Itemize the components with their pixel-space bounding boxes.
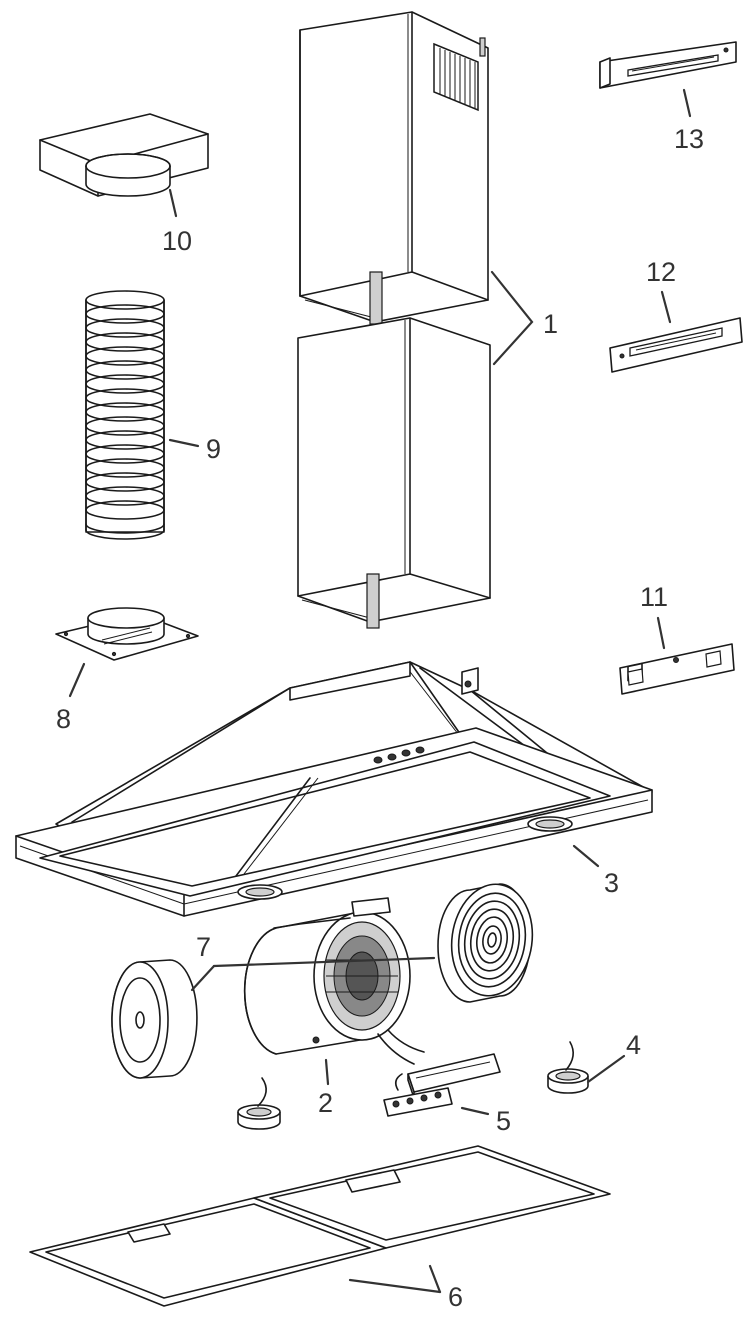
- callout-10: 10: [162, 226, 192, 256]
- callout-4: 4: [626, 1030, 641, 1060]
- grease-filter-6-right: [253, 1145, 611, 1249]
- flexible-duct-9: [85, 290, 165, 540]
- control-board-5: [383, 1053, 501, 1117]
- callout-7: 7: [196, 932, 211, 962]
- callout-13: 13: [674, 124, 704, 154]
- callout-8: 8: [56, 704, 71, 734]
- callout-12: 12: [646, 257, 676, 287]
- hood-body-3: [15, 661, 653, 917]
- duct-flange-8: [55, 607, 199, 661]
- carbon-filter-right-7: [437, 883, 534, 1003]
- mounting-bracket-11: [619, 643, 735, 695]
- lamp-4-left: [237, 1077, 281, 1130]
- upper-chimney-cover: [299, 11, 489, 325]
- callout-9: 9: [206, 434, 221, 464]
- callout-1: 1: [543, 309, 558, 339]
- motor-housing-2: [243, 897, 425, 1065]
- callout-5: 5: [496, 1106, 511, 1136]
- leader-1: [490, 270, 534, 366]
- carbon-filter-left-7: [111, 959, 198, 1079]
- exhaust-adapter-10: [39, 113, 209, 197]
- lower-chimney-cover: [297, 317, 491, 629]
- callout-2: 2: [318, 1088, 333, 1118]
- callout-3: 3: [604, 868, 619, 898]
- wall-bracket-13: [599, 41, 737, 89]
- lamp-4-right: [547, 1041, 589, 1094]
- vent-grille: [433, 42, 479, 112]
- wall-bracket-12: [609, 317, 743, 373]
- callout-6: 6: [448, 1282, 463, 1312]
- callout-11: 11: [640, 582, 668, 612]
